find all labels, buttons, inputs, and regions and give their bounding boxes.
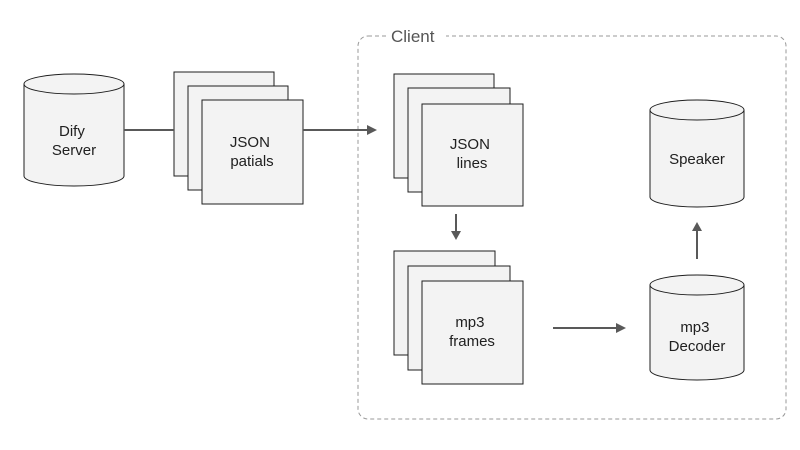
json-lines-label-line-2: lines <box>457 155 488 172</box>
speaker-label-line-1: Speaker <box>669 151 725 168</box>
mp3-frames-label: mp3 frames <box>449 314 495 350</box>
dify-server-node: Dify Server <box>23 73 125 187</box>
json-lines-label-line-1: JSON <box>450 136 490 153</box>
json-partials-page-front <box>201 99 304 205</box>
json-lines-label: JSON lines <box>450 136 494 172</box>
mp3-frames-page-front <box>421 280 524 385</box>
mp3-decoder-label-line-2: Decoder <box>669 338 726 355</box>
edge-partials-to-client-arrowhead <box>367 125 377 135</box>
edges <box>124 125 702 333</box>
json-lines-page-front <box>421 103 524 207</box>
json-lines-node: JSON lines <box>393 73 524 207</box>
json-partials-node: JSON patials <box>173 71 304 205</box>
mp3-frames-label-line-1: mp3 <box>455 314 484 331</box>
dify-server-cylinder-body <box>23 84 125 187</box>
json-partials-label: JSON patials <box>230 134 274 170</box>
mp3-decoder-cylinder-body <box>649 285 745 381</box>
speaker-label: Speaker <box>669 151 725 168</box>
edge-decoder-to-speaker-arrowhead <box>692 222 702 231</box>
mp3-frames-node: mp3 frames <box>393 250 524 385</box>
json-partials-label-line-2: patials <box>230 153 273 170</box>
client-label: Client <box>391 27 435 46</box>
mp3-decoder-label: mp3 Decoder <box>669 319 726 355</box>
mp3-decoder-label-line-1: mp3 <box>680 319 709 336</box>
dify-server-label: Dify Server <box>52 123 96 159</box>
edge-frames-to-decoder-arrowhead <box>616 323 626 333</box>
mp3-frames-label-line-2: frames <box>449 333 495 350</box>
mp3-decoder-node: mp3 Decoder <box>649 274 745 381</box>
dify-server-cylinder-top <box>23 73 125 95</box>
speaker-node: Speaker <box>649 99 745 208</box>
mp3-decoder-cylinder-top <box>649 274 745 296</box>
speaker-cylinder-top <box>649 99 745 121</box>
dify-server-label-line-2: Server <box>52 142 96 159</box>
speaker-cylinder-body <box>649 110 745 208</box>
client-label-backdrop <box>386 26 446 46</box>
dify-server-label-line-1: Dify <box>59 123 85 140</box>
client-boundary: Client <box>357 26 787 420</box>
edge-lines-to-frames-arrowhead <box>451 231 461 240</box>
json-partials-label-line-1: JSON <box>230 134 270 151</box>
client-boundary-box <box>357 35 787 420</box>
